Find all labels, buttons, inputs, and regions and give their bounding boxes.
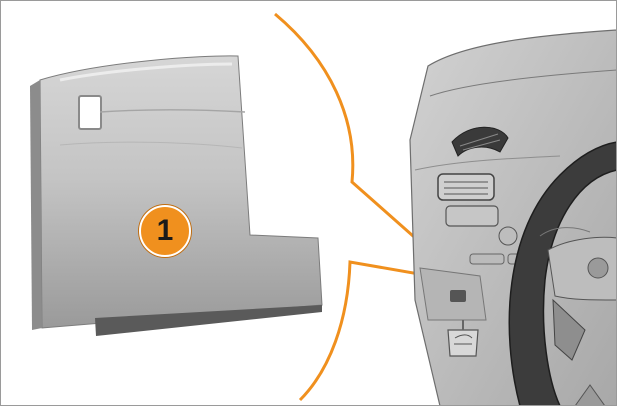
callout-1: 1 bbox=[139, 205, 191, 257]
callout-1-label: 1 bbox=[157, 216, 174, 246]
panel-slot bbox=[79, 96, 101, 129]
glovebox-panel bbox=[30, 56, 322, 336]
